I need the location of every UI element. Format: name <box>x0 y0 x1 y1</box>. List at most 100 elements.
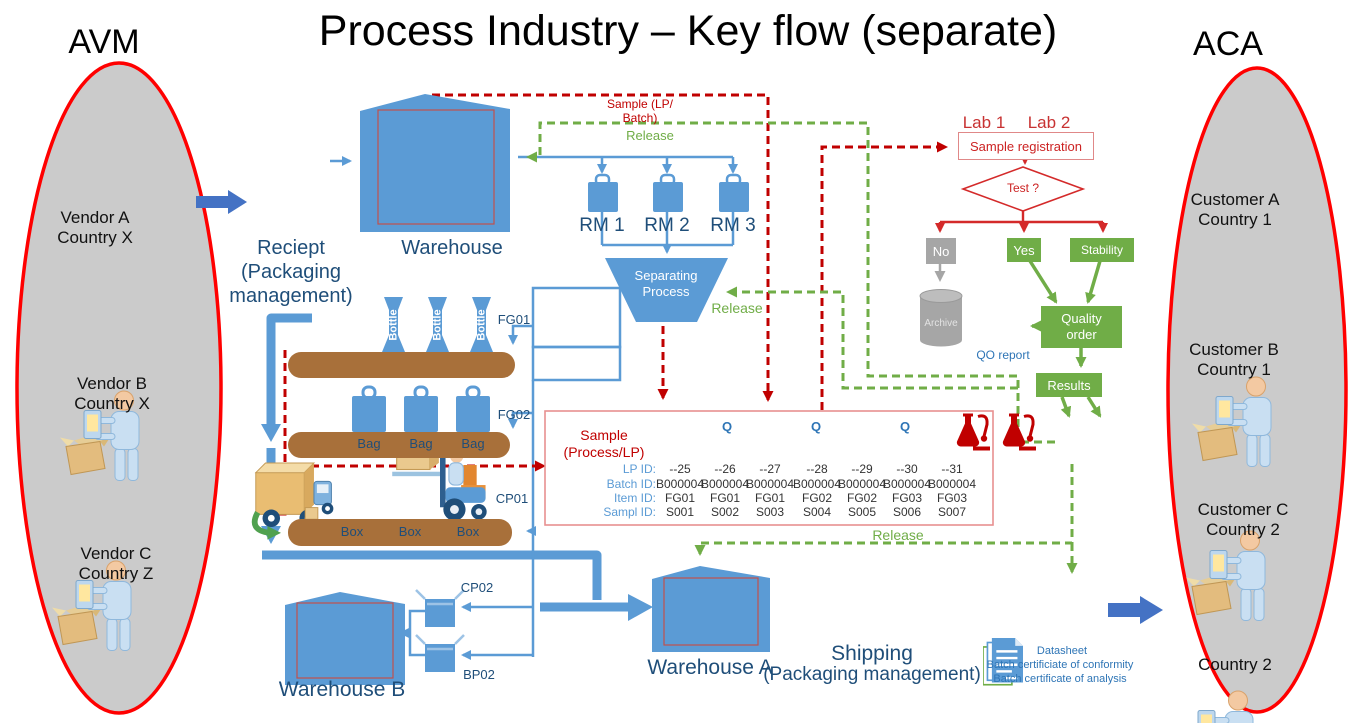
bottle-label: Bottle <box>387 309 400 341</box>
bag-icons <box>352 385 490 432</box>
sample-col-sid: S003 <box>755 505 785 519</box>
sample-col-item: FG01 <box>664 491 696 505</box>
sample-col-batch: B000004 <box>837 477 887 491</box>
warehouse-b <box>285 592 405 685</box>
avm-to-receipt-arrow <box>196 190 247 214</box>
avm-label: AVM <box>68 23 140 61</box>
sample-registration-label: Sample registration <box>970 138 1082 154</box>
fg02-label: FG02 <box>497 407 531 422</box>
sample-col-sid: S006 <box>892 505 922 519</box>
test-label: Test ? <box>1006 181 1040 195</box>
archive-cylinder <box>919 289 963 347</box>
sample-col-item: FG01 <box>754 491 786 505</box>
warehouse-a-label: Warehouse A <box>647 656 773 679</box>
sample-registration-box: Sample registration <box>958 132 1094 160</box>
release-bottom-label: Release <box>872 527 924 543</box>
blue-connectors <box>330 155 738 660</box>
sample-col-lp: --29 <box>851 462 873 476</box>
shipping-sub-label: (Packaging management) <box>763 664 981 685</box>
sample-col-item: FG01 <box>709 491 741 505</box>
sample-col-sid: S001 <box>665 505 695 519</box>
bp02-box-icon <box>415 634 465 672</box>
q-flag: Q <box>721 419 733 434</box>
sample-col-lp: --25 <box>669 462 691 476</box>
warehouse-a <box>652 566 770 652</box>
sample-col-batch: B000004 <box>745 477 795 491</box>
cp01-label: CP01 <box>495 491 529 506</box>
results-label: Results <box>1047 377 1091 393</box>
sample-col-sid: S005 <box>847 505 877 519</box>
quality-order-box: Quality order <box>1041 306 1122 348</box>
sample-col-lp: --27 <box>759 462 781 476</box>
sample-col-item: FG03 <box>891 491 923 505</box>
cert-conformity-label: Batch certificiate of conformity <box>986 659 1134 671</box>
separating-process-shape <box>605 258 728 322</box>
avm-group-ellipse <box>15 61 223 715</box>
stability-label: Stability <box>1080 243 1124 257</box>
row-label-sample: Sampl ID: <box>603 505 656 519</box>
box-label: Box <box>456 524 480 539</box>
shipping-label: Shipping <box>831 642 913 665</box>
cp02-box-icon <box>415 589 465 627</box>
rm-bags <box>588 173 749 212</box>
stability-box: Stability <box>1070 238 1134 262</box>
quality-order-label: Quality order <box>1061 310 1102 342</box>
rm2-label: RM 2 <box>644 215 690 236</box>
sample-col-sid: S007 <box>937 505 967 519</box>
bp02-label: BP02 <box>463 667 495 682</box>
warehouse-main <box>360 94 510 521</box>
page-title: Process Industry – Key flow (separate) <box>318 7 1058 55</box>
sample-lp-batch-label: Sample (LP/Batch) <box>606 97 674 126</box>
bag-conveyor <box>288 432 510 458</box>
box-label: Box <box>340 524 364 539</box>
aca-label: ACA <box>1193 25 1263 63</box>
warehouse-b-label: Warehouse B <box>278 678 406 701</box>
green-release-flows <box>526 121 1078 574</box>
yes-label: Yes <box>1013 242 1035 258</box>
lab2-label: Lab 2 <box>1027 113 1071 132</box>
sample-col-lp: --26 <box>714 462 736 476</box>
fg01-label: FG01 <box>497 312 531 327</box>
sample-col-batch: B000004 <box>655 477 705 491</box>
lab1-label: Lab 1 <box>962 113 1006 132</box>
qo-report-label: QO report <box>976 348 1030 362</box>
rm3-label: RM 3 <box>710 215 756 236</box>
sample-col-sid: S002 <box>710 505 740 519</box>
sample-col-batch: B000004 <box>792 477 842 491</box>
bag-label: Bag <box>357 436 381 451</box>
cert-analysis-label: Batch certificate of analysis <box>993 673 1127 685</box>
sample-col-batch: B000004 <box>882 477 932 491</box>
customer-d-label: Country 2 <box>1198 655 1272 674</box>
release-top-label: Release <box>626 128 674 143</box>
bag-label: Bag <box>461 436 485 451</box>
customer-c-icon <box>1174 691 1253 723</box>
sample-col-sid: S004 <box>802 505 832 519</box>
no-label: No <box>932 243 950 259</box>
row-label-item: Item ID: <box>613 491 656 505</box>
no-box: No <box>926 238 956 264</box>
box-conveyor <box>288 519 512 546</box>
yes-box: Yes <box>1007 238 1041 262</box>
bottle-label: Bottle <box>475 309 488 341</box>
archive-label: Archive <box>924 318 958 329</box>
release-separating-label: Release <box>711 300 763 316</box>
bag-label: Bag <box>409 436 433 451</box>
sample-col-lp: --30 <box>896 462 918 476</box>
datasheet-label: Datasheet <box>1036 645 1088 657</box>
row-label-batch: Batch ID: <box>606 477 656 491</box>
bottle-conveyor <box>288 352 515 378</box>
results-box: Results <box>1036 373 1102 397</box>
rm1-label: RM 1 <box>579 215 625 236</box>
sample-col-batch: B000004 <box>700 477 750 491</box>
quality-green-arrows <box>1028 260 1102 418</box>
